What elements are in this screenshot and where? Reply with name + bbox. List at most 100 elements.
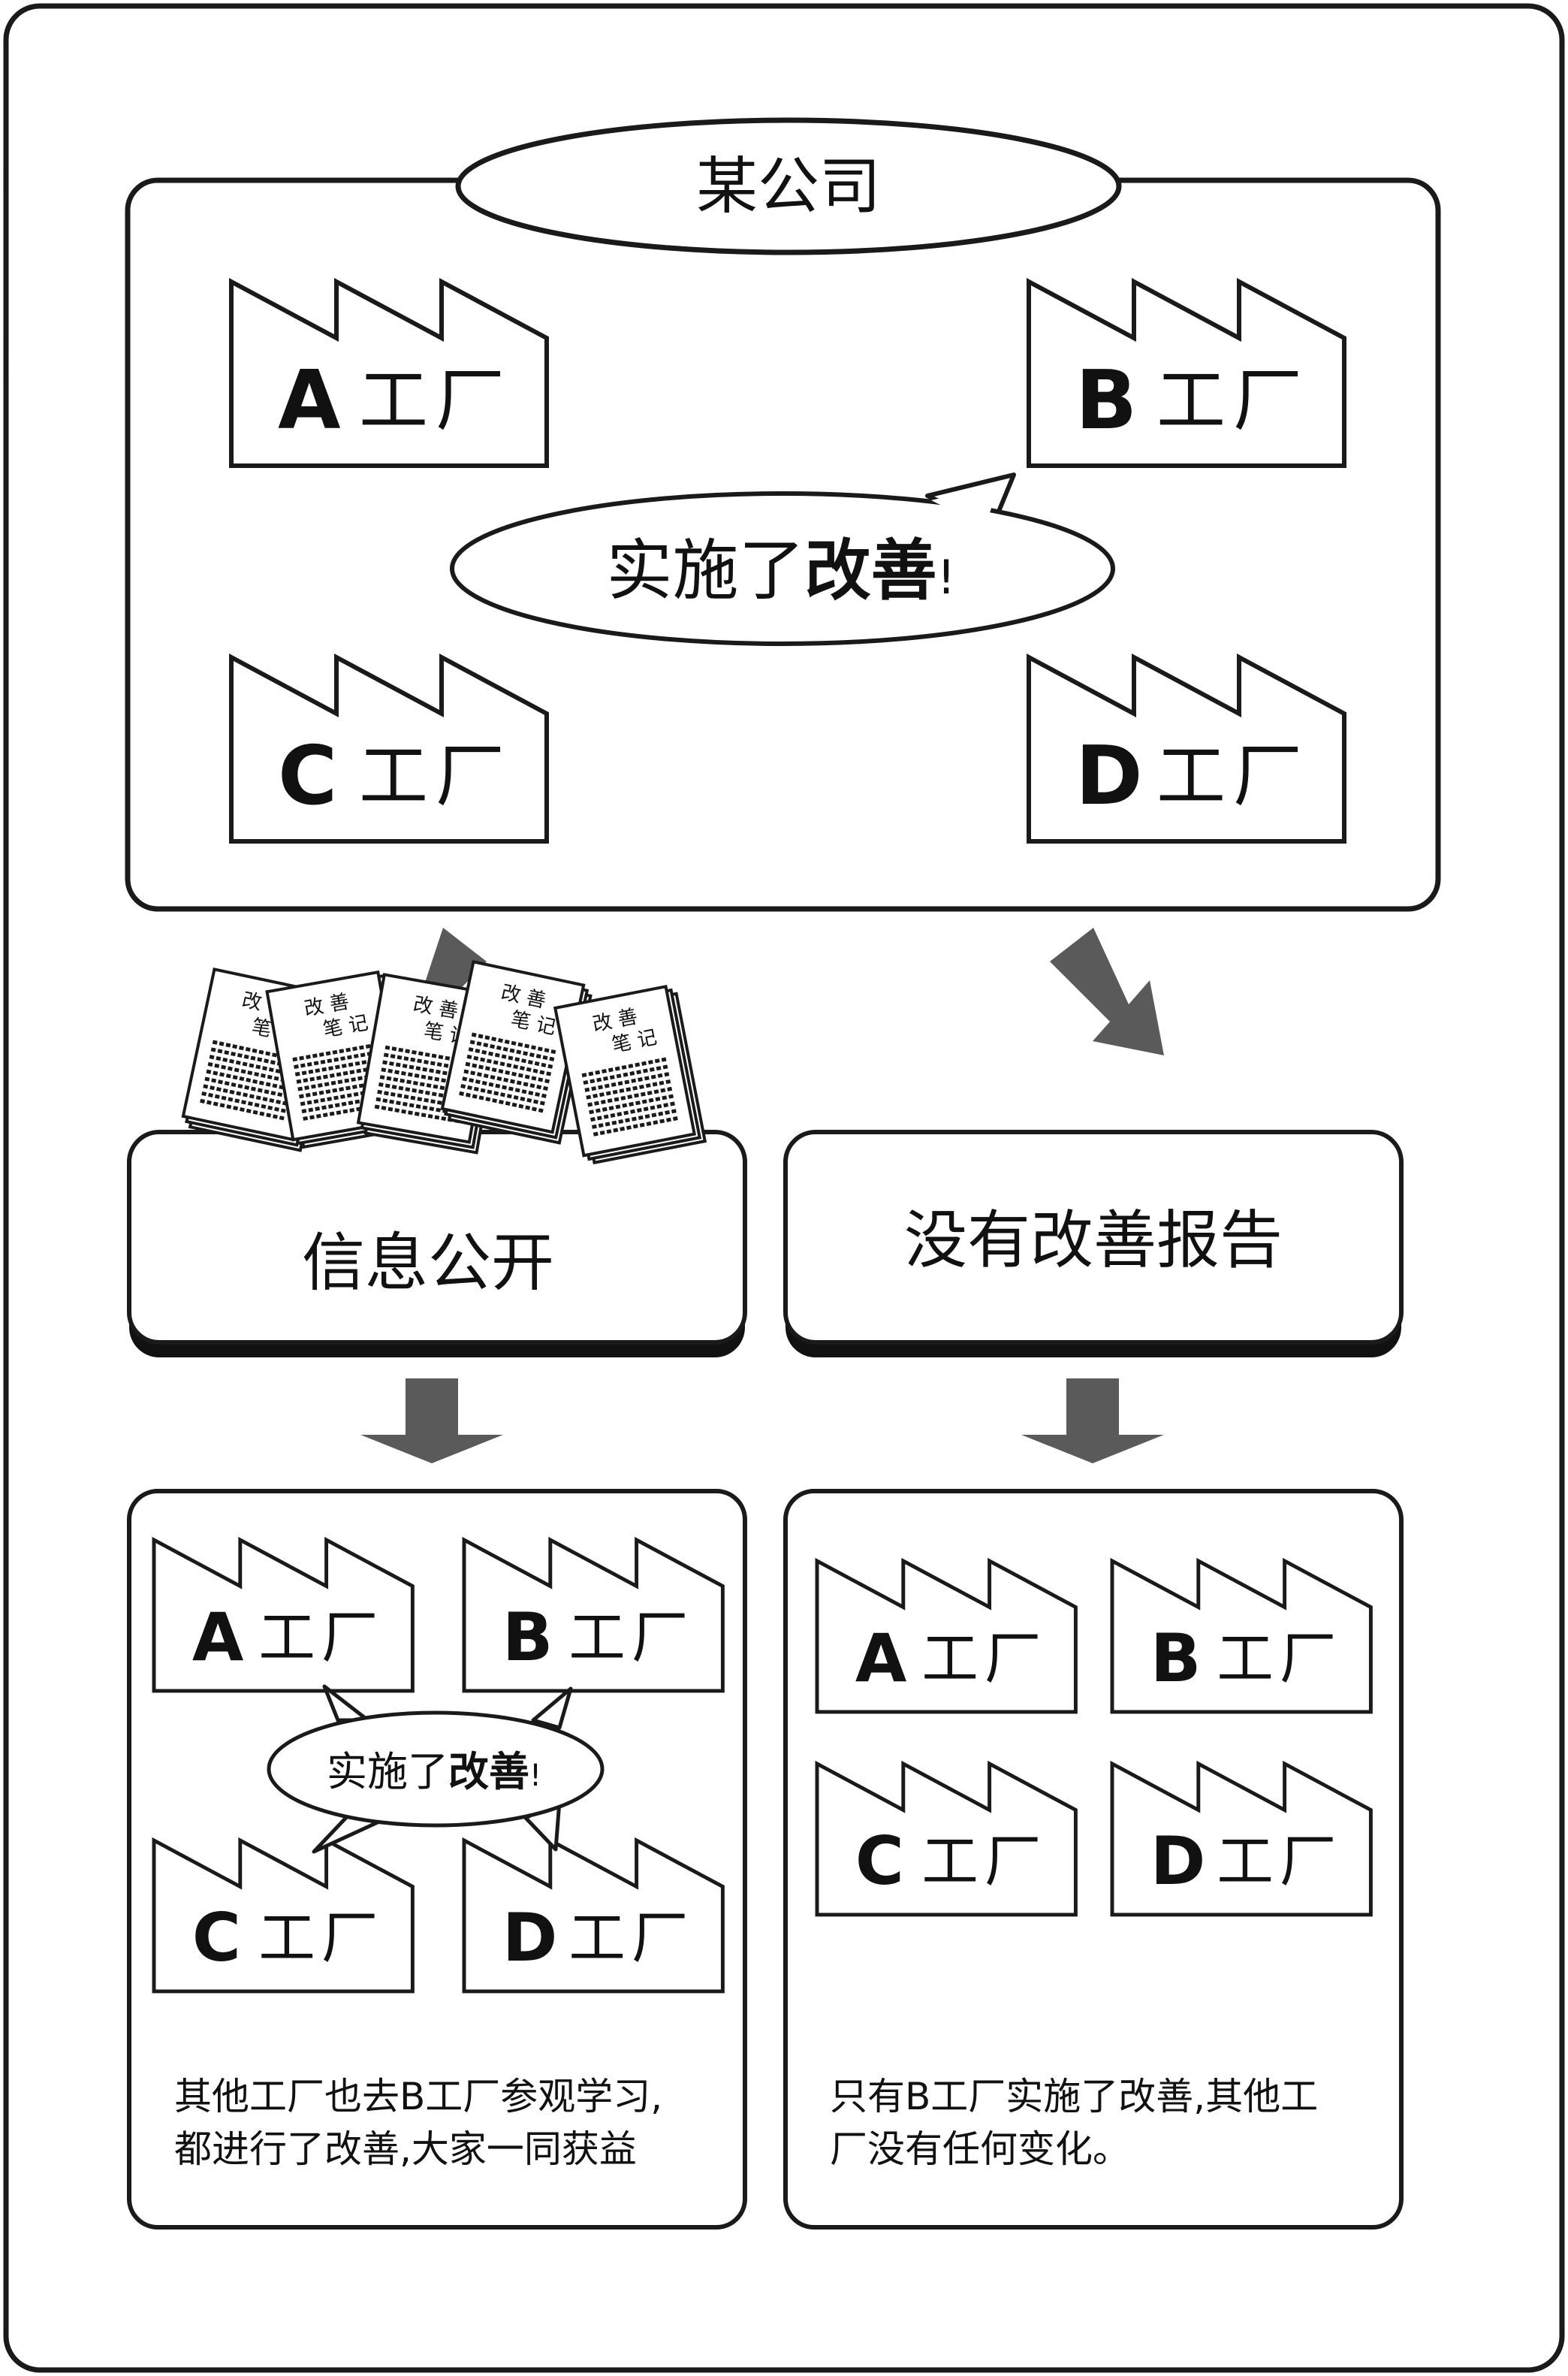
note-text-line: [201, 1091, 288, 1114]
note-text-line: [468, 1047, 556, 1070]
note-text-line: [210, 1047, 298, 1070]
shared-improvement-bubble: 实施了改善!: [267, 1684, 605, 1854]
factory-icon: [152, 1837, 415, 1994]
note-text-line: [590, 1100, 677, 1122]
factory-letter: A: [192, 1599, 244, 1676]
left-caption-line-1: 其他工厂也去B工厂参观学习,: [174, 2075, 662, 2118]
note-text-line: [374, 1104, 462, 1124]
factory-icon: [1110, 1760, 1373, 1917]
note-text-line: [206, 1069, 293, 1091]
factory-letter: B: [502, 1599, 553, 1676]
speech-bold: 改善: [805, 532, 937, 609]
factory-suffix: 工厂: [1217, 1626, 1342, 1692]
note-text-line: [297, 1072, 385, 1091]
factory-letter: B: [1075, 354, 1137, 448]
factory-letter: A: [855, 1620, 907, 1697]
speech-suffix: !: [937, 550, 956, 605]
note-text-line: [460, 1084, 547, 1106]
note-text-line: [586, 1079, 674, 1100]
note-text-line: [296, 1064, 384, 1084]
note-text-line: [207, 1061, 295, 1085]
note-text-line: [583, 1064, 671, 1085]
note-text-line: [587, 1086, 675, 1107]
note-text-line: [299, 1079, 387, 1099]
note-text-line: [593, 1116, 680, 1137]
note-text-line: [465, 1061, 552, 1084]
right-label-box: [783, 1130, 1404, 1345]
note-text-line: [471, 1032, 559, 1055]
company-title-bubble: 某公司: [455, 117, 1122, 255]
factory-suffix: 工厂: [1156, 736, 1310, 817]
factory-icon: [815, 1760, 1078, 1917]
factory-suffix: 工厂: [359, 361, 512, 441]
note-text-line: [459, 1091, 546, 1114]
small-speech-prefix: 实施了: [327, 1748, 448, 1795]
note-text-line: [591, 1108, 679, 1129]
factory-suffix: 工厂: [258, 1905, 384, 1971]
factory-letter: A: [278, 354, 341, 448]
improvement-notes-stack: 改 善笔 记改 善笔 记改 善笔 记改 善笔 记改 善笔 记: [181, 959, 707, 1165]
factory-icon: [1027, 277, 1346, 468]
svg-text:实施了改善!: 实施了改善!: [607, 532, 956, 609]
note-text-line: [384, 1045, 472, 1064]
small-speech-suffix: !: [529, 1759, 541, 1793]
factory-suffix: 工厂: [568, 1905, 694, 1971]
note-text-line: [377, 1089, 465, 1110]
factory-icon: [462, 1536, 725, 1693]
note-text-line: [469, 1040, 557, 1062]
factory-letter: D: [502, 1899, 558, 1976]
note-text-line: [203, 1084, 290, 1106]
note-text-line: [463, 1069, 550, 1091]
factory-letter: C: [278, 729, 337, 823]
factory-suffix: 工厂: [921, 1828, 1047, 1894]
improvement-speech-bubble: 实施了改善!: [450, 472, 1115, 646]
factory-suffix: 工厂: [1156, 361, 1310, 441]
company-title: 某公司: [696, 151, 881, 222]
right-caption-line-2: 厂没有任何变化。: [830, 2127, 1130, 2171]
note-text-line: [294, 1049, 381, 1070]
note-text-line: [382, 1060, 470, 1079]
note-text-line: [379, 1075, 467, 1094]
factory-suffix: 工厂: [921, 1626, 1047, 1692]
right-caption-line-1: 只有B工厂实施了改善,其他工: [830, 2075, 1318, 2118]
factory-letter: D: [1075, 729, 1143, 823]
note-text-line: [375, 1097, 463, 1116]
note-text-line: [378, 1082, 466, 1102]
left-branch-label: 信息公开: [302, 1226, 554, 1300]
factory-letter: D: [1150, 1822, 1206, 1900]
factory-icon: [152, 1536, 415, 1693]
factory-icon: [1110, 1557, 1373, 1714]
factory-c: C 工厂: [229, 653, 549, 844]
factory-icon: [815, 1557, 1078, 1714]
note-text-line: [381, 1067, 469, 1087]
note-text-line: [589, 1094, 676, 1115]
note-text-line: [204, 1076, 291, 1099]
left-caption-line-2: 都进行了改善,大家一同获益: [174, 2127, 637, 2171]
note-text-line: [292, 1042, 380, 1062]
note-text-line: [303, 1101, 390, 1121]
factory-icon: [229, 277, 549, 468]
factory-icon: [1027, 653, 1346, 844]
factory-suffix: 工厂: [1217, 1828, 1342, 1894]
note-text-line: [212, 1040, 300, 1062]
svg-text:实施了改善!: 实施了改善!: [327, 1748, 541, 1795]
factory-letter: B: [1150, 1620, 1202, 1697]
note-text-line: [209, 1055, 297, 1077]
arrow-to-right-branch: [1050, 928, 1164, 1055]
improvement-note: 改 善笔 记: [553, 984, 707, 1165]
arrow-down-left: [360, 1378, 503, 1463]
note-text-line: [383, 1052, 471, 1072]
factory-suffix: 工厂: [359, 736, 512, 817]
note-text-line: [300, 1086, 387, 1106]
